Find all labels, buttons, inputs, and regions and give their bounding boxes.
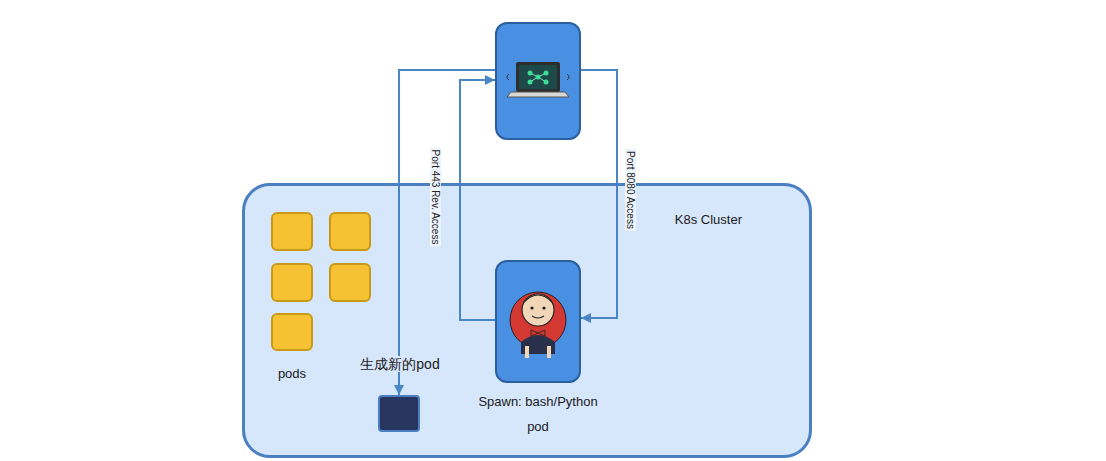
- connector-arrow: [399, 70, 495, 395]
- jenkins-pod-box: Spawn: bash/Pythonpod: [495, 260, 581, 383]
- edge-label: Port 443 Rev. Access: [430, 148, 441, 247]
- group-label: pods: [278, 366, 306, 381]
- cluster-title: K8s Cluster: [675, 212, 742, 227]
- connector-arrow: [581, 70, 617, 318]
- node-label: 生成新的pod: [358, 356, 441, 372]
- new-pod-box: 生成新的pod: [378, 395, 420, 432]
- cluster-fill: [242, 183, 812, 458]
- connector-arrow: [460, 80, 495, 320]
- cluster-region: Spawn: bash/Pythonpod生成新的podK8s Cluster: [242, 183, 812, 458]
- laptop-icon: [497, 24, 579, 138]
- edge-label: Port 8080 Access: [625, 149, 636, 231]
- jenkins-icon: [497, 262, 579, 381]
- node-label: Spawn: bash/Python: [478, 394, 597, 409]
- pod-caption: pod: [527, 419, 549, 434]
- workstation-box: [495, 22, 581, 140]
- pod-squares: [272, 213, 370, 350]
